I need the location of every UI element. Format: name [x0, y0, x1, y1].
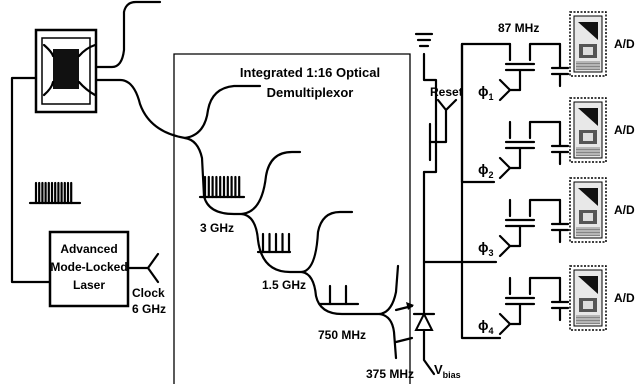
pulse-train-750mhz [318, 284, 360, 306]
laser-label-line3: Laser [73, 278, 105, 292]
transistor-gate [504, 68, 536, 92]
hold-capacitor [550, 198, 570, 244]
phase-clock-symbol [498, 78, 522, 102]
hold-capacitor [550, 276, 570, 322]
reset-gate [428, 98, 458, 144]
demux-title-line1: Integrated 1:16 Optical [240, 65, 380, 80]
adc-chip-4 [569, 265, 607, 331]
ground-symbol [414, 32, 434, 48]
phase-clock-symbol [498, 156, 522, 180]
transistor-gate [504, 302, 536, 326]
mode-locked-laser: Advanced Mode-Locked Laser [48, 230, 130, 308]
sampling-channel-4: ϕ4 A/D [478, 265, 635, 336]
vbias-label: Vbias [434, 362, 461, 380]
adc-label: A/D [614, 123, 635, 137]
transistor-drain [508, 198, 562, 218]
laser-label-line2: Mode-Locked [50, 260, 127, 274]
sampling-channel-1: ϕ1 A/D [478, 11, 635, 102]
fiber-loop [10, 76, 52, 284]
photodiode [412, 311, 436, 376]
transistor-drain [508, 42, 562, 62]
demux-title-line2: Demultiplexor [267, 85, 354, 100]
light-arrow-2 [394, 336, 414, 344]
splitter-tree [183, 84, 400, 360]
adc-chip-1 [569, 11, 607, 77]
phase-label: ϕ4 [478, 317, 494, 336]
stage-label-750mhz: 750 MHz [318, 328, 366, 342]
adc-label: A/D [614, 37, 635, 51]
adc-label: A/D [614, 203, 635, 217]
pulse-train-1-5ghz [256, 232, 292, 254]
transistor-drain [508, 120, 562, 140]
demux-outline [173, 53, 411, 384]
clock-label-line1: Clock [132, 286, 165, 300]
phase-clock-symbol [498, 234, 522, 258]
adc-chip-2 [569, 97, 607, 163]
phase-label: ϕ2 [478, 161, 494, 180]
hold-capacitor [550, 42, 570, 88]
phase-clock-symbol [498, 312, 522, 336]
stage-label-1-5ghz: 1.5 GHz [262, 278, 306, 292]
adc-label: A/D [614, 291, 635, 305]
fiber-top [94, 0, 162, 69]
transistor-gate [504, 146, 536, 170]
reset-transistor [422, 122, 438, 174]
laser-label-line1: Advanced [60, 242, 117, 256]
clock-label-line2: 6 GHz [132, 302, 166, 316]
phase-label: ϕ3 [478, 239, 494, 258]
modulator-chip [34, 28, 98, 114]
rate-87mhz: 87 MHz [498, 21, 539, 35]
pulse-train-6ghz [28, 181, 82, 205]
stage-label-3ghz: 3 GHz [200, 221, 234, 235]
phase-label: ϕ1 [478, 83, 494, 102]
transistor-drain [508, 276, 562, 296]
light-arrow-head [406, 302, 414, 310]
sampling-channel-3: ϕ3 A/D [478, 177, 635, 258]
hold-capacitor [550, 120, 570, 166]
fiber-to-demux [94, 78, 187, 140]
bias-line [422, 52, 438, 126]
stage-label-375mhz: 375 MHz [366, 367, 414, 381]
adc-chip-3 [569, 177, 607, 243]
transistor-gate [504, 224, 536, 248]
reset-label: Reset [430, 85, 463, 99]
clock-input: Clock 6 GHz [126, 252, 166, 316]
pulse-train-3ghz [198, 175, 246, 199]
sampling-channel-2: ϕ2 A/D [478, 97, 635, 180]
